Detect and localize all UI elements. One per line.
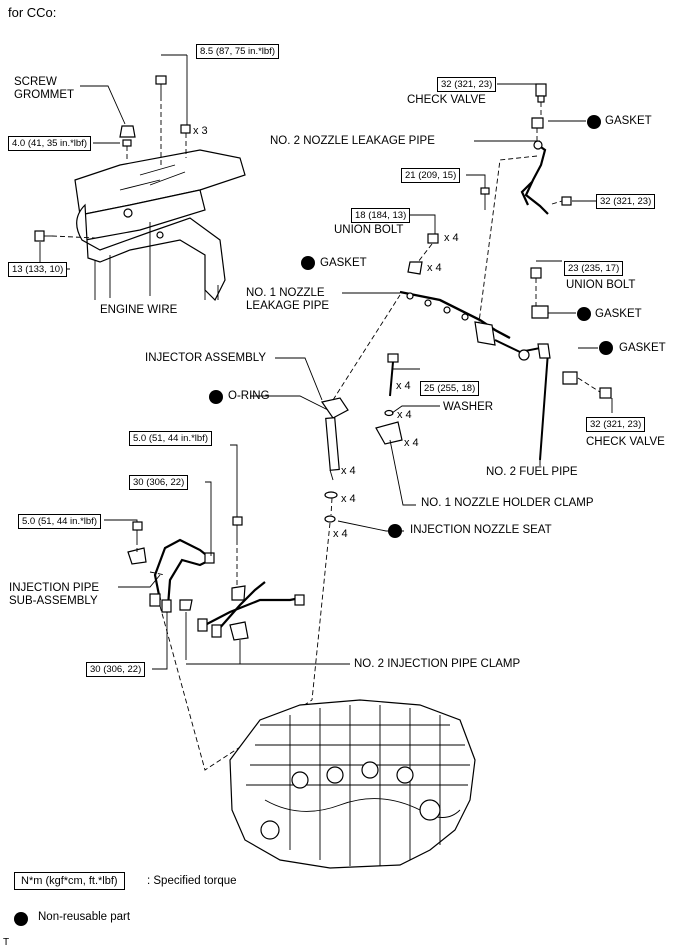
qty-oring: x 4 [341, 493, 356, 505]
label-gasket-check-valve-right: GASKET [619, 342, 666, 354]
wire-bolt [34, 230, 52, 242]
nonreusable-dot-gasket-left [301, 256, 315, 270]
legend-torque-text: : Specified torque [147, 875, 237, 887]
torque-leak-pipe-bolt: 21 (209, 15) [401, 168, 461, 183]
qty-washer: x 4 [397, 409, 412, 421]
label-injection-nozzle-seat: INJECTION NOZZLE SEAT [410, 524, 552, 536]
leader-lines [39, 54, 613, 670]
inj-clamp-bolt-a [232, 516, 243, 540]
footer-mark: T [3, 937, 10, 948]
o-ring [324, 491, 338, 499]
check-valve-right [562, 371, 612, 399]
torque-pipe-nut-a: 30 (306, 22) [129, 475, 189, 490]
qty-gasket-left: x 4 [427, 262, 442, 274]
no1-nozzle-holder-clamp [375, 421, 403, 445]
label-o-ring: O-RING [228, 390, 270, 402]
label-check-valve-top: CHECK VALVE [407, 94, 486, 106]
qty-injector: x 4 [341, 465, 356, 477]
label-engine-wire: ENGINE WIRE [100, 304, 178, 316]
injector-assembly [321, 397, 349, 481]
union-bolt-right [530, 267, 542, 279]
torque-grommet: 4.0 (41, 35 in.*lbf) [8, 136, 91, 151]
label-no1-nozzle-holder-clamp: NO. 1 NOZZLE HOLDER CLAMP [421, 497, 594, 509]
no2-fuel-pipe [494, 339, 551, 461]
injection-pipes [149, 538, 305, 638]
torque-pipe-nut-b: 30 (306, 22) [86, 662, 146, 677]
nonreusable-dot-gasket-union-right [577, 307, 591, 321]
legend-nonreusable-text: Non-reusable part [38, 911, 131, 923]
clamp-bolt [387, 353, 399, 397]
label-gasket-union-right: GASKET [595, 308, 642, 320]
torque-clamp-bolt: 25 (255, 18) [420, 381, 480, 396]
label-gasket-left: GASKET [320, 257, 367, 269]
label-injection-pipe-subassembly: INJECTION PIPE SUB-ASSEMBLY [9, 582, 100, 607]
leak-pipe-bolt [480, 187, 490, 210]
label-screw-grommet: SCREW GROMMET [14, 76, 75, 101]
torque-check-valve-mid: 32 (321, 23) [596, 194, 656, 209]
gasket-union-right [531, 305, 549, 319]
page-header: for CCo: [8, 5, 57, 20]
nonreusable-dot-nozzle-seat [388, 524, 402, 538]
torque-check-valve-right: 32 (321, 23) [586, 417, 646, 432]
no1-nozzle-leakage-pipe [399, 290, 511, 346]
engine-block [229, 699, 476, 869]
nonreusable-dot-gasket-top [587, 115, 601, 129]
label-union-bolt-left: UNION BOLT [334, 224, 404, 236]
no2-nozzle-leakage-pipe [520, 140, 549, 215]
qty-seat: x 4 [333, 528, 348, 540]
check-valve-top [535, 83, 547, 103]
injection-nozzle-seat [324, 515, 336, 523]
label-injector-assembly: INJECTOR ASSEMBLY [145, 352, 266, 364]
legend-torque-box: N*m (kgf*cm, ft.*lbf) [14, 872, 125, 890]
torque-union-bolt-right: 23 (235, 17) [564, 261, 624, 276]
torque-inj-clamp-bolt-b: 5.0 (51, 44 in.*lbf) [18, 514, 101, 529]
label-gasket-check-valve-top: GASKET [605, 115, 652, 127]
qty-holder-clamp: x 4 [404, 437, 419, 449]
nonreusable-dot-o-ring [209, 390, 223, 404]
torque-inj-clamp-bolt-a: 5.0 (51, 44 in.*lbf) [129, 431, 212, 446]
qty-top-bolts: x 3 [193, 125, 208, 137]
label-no1-nozzle-leakage-pipe: NO. 1 NOZZLE LEAKAGE PIPE [246, 287, 330, 312]
label-washer: WASHER [443, 401, 494, 413]
legend-nonreusable-dot [14, 912, 28, 926]
label-no2-injection-pipe-clamp: NO. 2 INJECTION PIPE CLAMP [354, 658, 521, 670]
label-no2-nozzle-leakage-pipe: NO. 2 NOZZLE LEAKAGE PIPE [270, 135, 435, 147]
torque-top-bolts: 8.5 (87, 75 in.*lbf) [196, 44, 279, 59]
top-bolt [155, 75, 167, 96]
washer [384, 409, 394, 417]
screw-grommet [119, 125, 136, 147]
gasket-top [531, 117, 544, 129]
no2-injection-pipe-clamp [127, 547, 249, 641]
torque-check-valve-top: 32 (321, 23) [437, 77, 497, 92]
label-union-bolt-right: UNION BOLT [566, 279, 636, 291]
label-check-valve-right: CHECK VALVE [586, 436, 665, 448]
nonreusable-dot-gasket-check-valve [599, 341, 613, 355]
engine-wire-assembly [74, 149, 246, 302]
check-valve-mid-bolt [561, 196, 572, 206]
top-nut [180, 124, 191, 134]
torque-union-bolt-left: 18 (184, 13) [351, 208, 411, 223]
label-no2-fuel-pipe: NO. 2 FUEL PIPE [486, 466, 578, 478]
inj-clamp-bolt-b [132, 521, 143, 540]
union-bolt-left [427, 233, 439, 244]
gasket-left [407, 261, 423, 275]
qty-clamp-bolt: x 4 [396, 380, 411, 392]
torque-wire-bolt: 13 (133, 10) [8, 262, 68, 277]
qty-union-bolt: x 4 [444, 232, 459, 244]
